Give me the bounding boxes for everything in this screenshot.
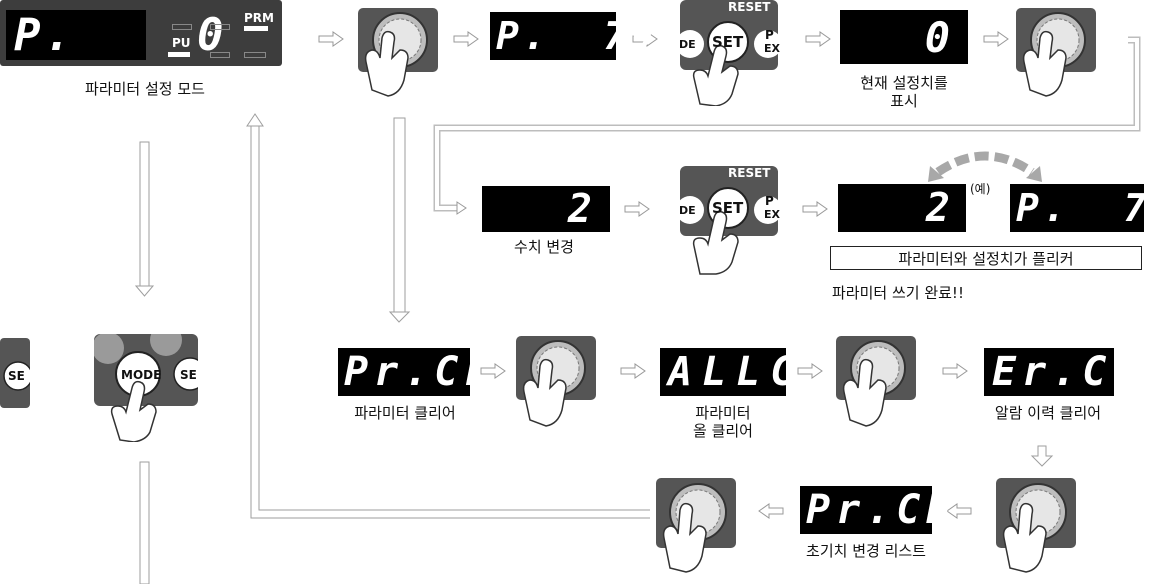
caption-write-complete: 파라미터 쓰기 완료!!	[832, 284, 964, 302]
mode-partial-label: DE	[679, 38, 696, 51]
mode-label: MODE	[121, 368, 162, 382]
caption-current-value: 현재 설정치를 표시	[860, 74, 948, 110]
indicator-prm-bar	[244, 26, 268, 31]
setting-dial-icon[interactable]	[510, 334, 600, 428]
arrow-right-icon	[942, 363, 968, 379]
setting-dial-icon[interactable]	[1010, 6, 1100, 98]
display-current-value: 0	[840, 10, 968, 64]
pe-partial-top: P	[765, 28, 774, 42]
example-label: (예)	[970, 182, 991, 196]
setting-dial-icon[interactable]	[990, 476, 1082, 576]
set-label: SET	[712, 33, 744, 51]
reset-label: RESET	[728, 166, 771, 180]
display-ercl: Er.CL	[984, 348, 1136, 396]
caption-change-value: 수치 변경	[514, 238, 574, 256]
setting-dial-icon[interactable]	[650, 476, 742, 576]
flicker-arc	[935, 151, 1035, 176]
indicator-prm: PRM	[244, 11, 274, 25]
flicker-param-display: P. 79	[1010, 184, 1159, 232]
display-p79: P. 79	[490, 12, 653, 60]
display-changed-value: 2	[482, 186, 610, 232]
display-prcl: Pr.CL	[338, 348, 488, 396]
arrow-right-icon	[797, 363, 823, 379]
set-button-icon[interactable]	[680, 0, 778, 106]
arrow-right-icon	[632, 31, 658, 47]
mode-button-icon[interactable]	[94, 334, 198, 442]
flicker-caption-box: 파라미터와 설정치가 플리커	[830, 246, 1142, 270]
set-button-icon[interactable]	[680, 166, 778, 276]
initial-display: P. 0	[6, 10, 223, 61]
se-partial-label-right: SE	[180, 368, 197, 382]
set-label: SET	[712, 199, 744, 217]
setting-dial-icon[interactable]	[830, 334, 920, 428]
se-partial-button-icon[interactable]	[0, 338, 30, 408]
pe-partial-bottom: EX	[764, 208, 780, 221]
indicator-pu: PU	[172, 36, 191, 50]
arrow-right-icon	[453, 31, 479, 47]
arrow-right-icon	[983, 31, 1009, 47]
arrow-left-icon	[758, 503, 784, 519]
caption-initial-change-list: 초기치 변경 리스트	[806, 542, 926, 560]
caption-alarm-history-clear: 알람 이력 클리어	[994, 404, 1102, 422]
arrow-right-icon	[805, 31, 831, 47]
indicator-led	[172, 24, 192, 30]
indicator-led	[210, 24, 230, 30]
arrow-left-icon	[946, 503, 972, 519]
caption-parameter-setting-mode: 파라미터 설정 모드	[85, 80, 205, 98]
mode-partial-label: DE	[679, 204, 696, 217]
pe-partial-top: P	[765, 194, 774, 208]
display-allc: ALLC	[660, 348, 794, 396]
arrow-right-icon	[802, 201, 828, 217]
reset-label: RESET	[728, 0, 771, 14]
arrow-right-icon	[620, 363, 646, 379]
arrow-right-icon	[480, 363, 506, 379]
indicator-led	[244, 52, 266, 58]
se-partial-label: SE	[8, 369, 25, 383]
indicator-led	[210, 52, 230, 58]
caption-all-clear: 파라미터 올 클리어	[693, 404, 753, 440]
indicator-pu-bar	[168, 52, 190, 57]
arrow-right-icon	[318, 31, 344, 47]
setting-dial-icon[interactable]	[352, 6, 442, 98]
arrow-down-ercl	[1030, 445, 1054, 467]
display-prch: Pr.CH	[800, 486, 950, 534]
pe-partial-bottom: EX	[764, 42, 780, 55]
caption-parameter-clear: 파라미터 클리어	[354, 404, 456, 422]
flicker-value-display: 2	[838, 184, 966, 232]
arrow-right-icon	[624, 201, 650, 217]
